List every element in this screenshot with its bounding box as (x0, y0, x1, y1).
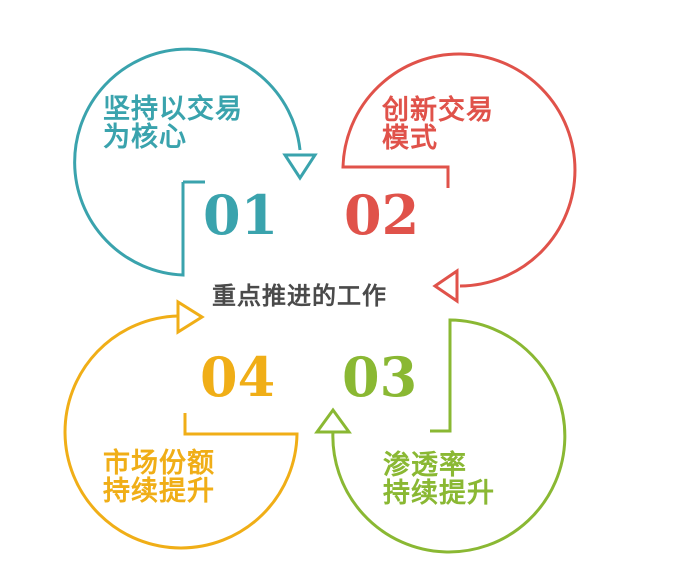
item-01-line2: 为核心 (103, 122, 187, 154)
item-02-number: 02 (344, 183, 420, 247)
arrow-04-yellow (63, 299, 299, 550)
item-03-number: 03 (342, 345, 418, 409)
item-02-line1: 创新交易 (382, 95, 494, 126)
item-03-line1: 渗透率 (383, 450, 467, 481)
arrow-01-teal (73, 47, 318, 277)
item-04-label: 市场份额 持续提升 (103, 448, 215, 508)
item-03-line2: 持续提升 (383, 478, 495, 510)
item-04-line1: 市场份额 (103, 448, 215, 479)
arrow-03-green (314, 318, 567, 554)
item-02-line2: 模式 (382, 123, 438, 155)
item-01-line1: 坚持以交易 (103, 94, 243, 125)
item-04-number: 04 (200, 345, 276, 409)
item-01-label: 坚持以交易 为核心 (103, 94, 243, 154)
arrow-02-red (341, 52, 577, 304)
item-03-label: 渗透率 持续提升 (383, 450, 495, 510)
center-title: 重点推进的工作 (212, 282, 387, 310)
item-01-number: 01 (203, 183, 279, 247)
item-04-line2: 持续提升 (103, 476, 215, 508)
item-02-label: 创新交易 模式 (382, 95, 494, 155)
